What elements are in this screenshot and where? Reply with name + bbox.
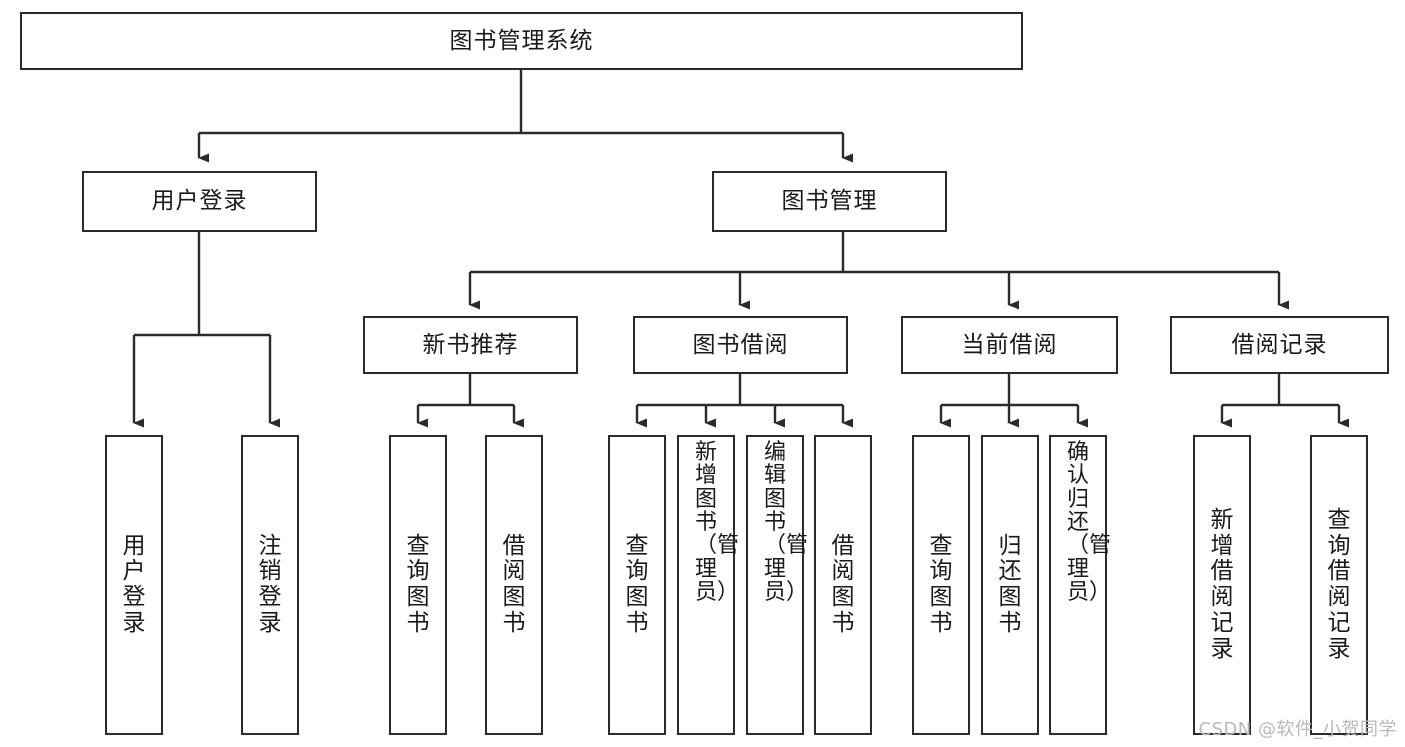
node-leaf-edit-book-admin[interactable]: 编辑图书（管理员）	[746, 435, 809, 735]
node-leaf-query-borrow-record[interactable]: 查询借阅记录	[1310, 435, 1368, 735]
node-leaf-add-book-admin[interactable]: 新增图书（管理员）	[677, 435, 740, 735]
node-leaf-return-book[interactable]: 归还图书	[981, 435, 1039, 735]
node-new-book-recommend[interactable]: 新书推荐	[363, 316, 578, 374]
node-leaf-user-login[interactable]: 用户登录	[105, 435, 163, 735]
node-current-borrow[interactable]: 当前借阅	[901, 316, 1118, 374]
node-leaf-query-borrow-record-label: 查询借阅记录	[1327, 506, 1351, 662]
node-leaf-add-book-admin-label: 新增图书（管理员）	[695, 440, 740, 605]
node-book-borrow-label: 图书借阅	[692, 331, 789, 358]
node-leaf-query-book-3[interactable]: 查询图书	[912, 435, 970, 735]
node-leaf-query-book-1-label: 查询图书	[406, 532, 430, 636]
node-book-manage-label: 图书管理	[781, 188, 878, 214]
node-leaf-query-book-3-label: 查询图书	[929, 532, 953, 636]
node-leaf-query-book-1[interactable]: 查询图书	[389, 435, 447, 735]
node-book-manage[interactable]: 图书管理	[712, 171, 947, 232]
node-current-borrow-label: 当前借阅	[961, 331, 1058, 358]
node-user-login[interactable]: 用户登录	[82, 171, 317, 232]
node-root-system[interactable]: 图书管理系统	[20, 12, 1023, 70]
node-leaf-borrow-book-1[interactable]: 借阅图书	[485, 435, 543, 735]
node-leaf-query-book-2-label: 查询图书	[625, 532, 649, 636]
node-leaf-add-borrow-record-label: 新增借阅记录	[1210, 506, 1234, 662]
node-leaf-borrow-book-1-label: 借阅图书	[502, 532, 526, 636]
node-leaf-add-borrow-record[interactable]: 新增借阅记录	[1193, 435, 1251, 735]
node-root-system-label: 图书管理系统	[449, 27, 594, 54]
node-leaf-return-book-label: 归还图书	[998, 532, 1022, 636]
node-book-borrow[interactable]: 图书借阅	[633, 316, 848, 374]
node-leaf-borrow-book-2-label: 借阅图书	[831, 532, 855, 636]
node-borrow-record-label: 借阅记录	[1231, 331, 1328, 358]
node-new-book-recommend-label: 新书推荐	[422, 331, 519, 358]
node-leaf-confirm-return-admin-label: 确认归还（管理员）	[1067, 440, 1112, 605]
node-leaf-logout-login[interactable]: 注销登录	[241, 435, 299, 735]
node-leaf-user-login-label: 用户登录	[122, 532, 146, 636]
node-leaf-edit-book-admin-label: 编辑图书（管理员）	[764, 440, 809, 605]
node-user-login-label: 用户登录	[151, 188, 248, 214]
node-leaf-query-book-2[interactable]: 查询图书	[608, 435, 666, 735]
node-leaf-confirm-return-admin[interactable]: 确认归还（管理员）	[1049, 435, 1112, 735]
node-leaf-logout-login-label: 注销登录	[258, 532, 282, 636]
node-borrow-record[interactable]: 借阅记录	[1170, 316, 1389, 374]
node-leaf-borrow-book-2[interactable]: 借阅图书	[814, 435, 872, 735]
